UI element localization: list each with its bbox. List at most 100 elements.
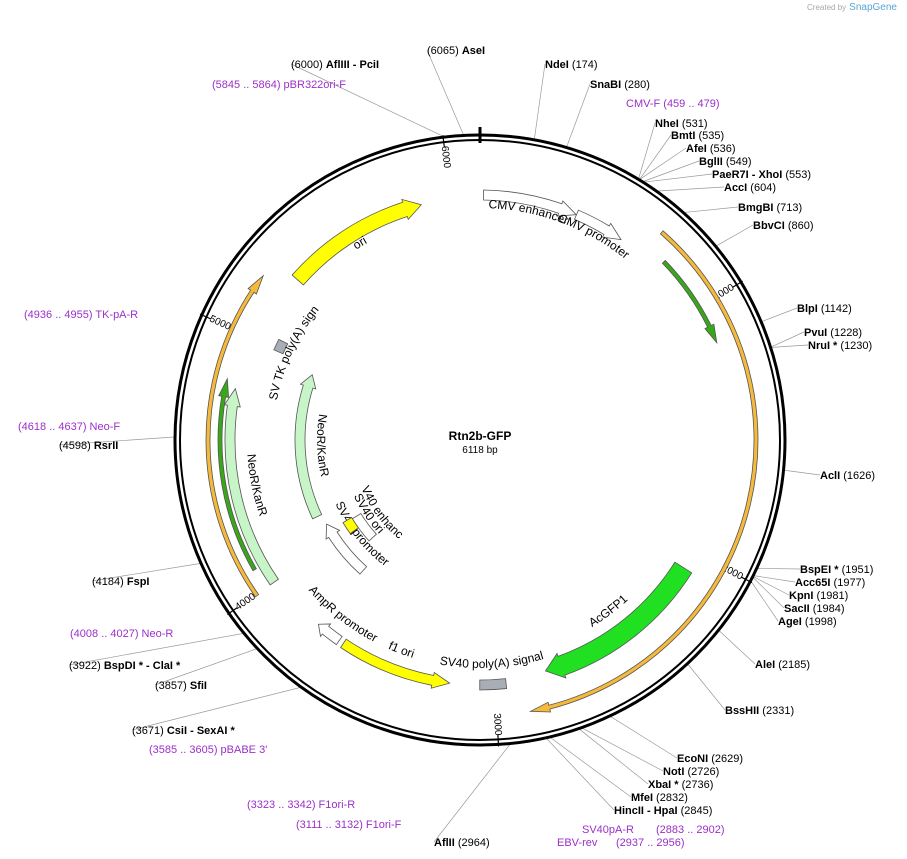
site-name: BbvCI — [753, 220, 785, 232]
site-name: NdeI — [545, 59, 569, 71]
plasmid-center-title: Rtn2b-GFP 6118 bp — [449, 429, 512, 456]
site-label-sacii: SacII (1984) — [784, 603, 845, 615]
site-name: NotI — [663, 766, 684, 778]
feature-shape — [351, 512, 377, 542]
site-leader — [579, 729, 649, 785]
primer-label: (5845 .. 5864) pBR322ori-F — [212, 79, 346, 91]
ruler-tick — [199, 313, 212, 320]
feature-label: HSV TK poly(A) signal — [0, 0, 322, 401]
primer-label: (2937 .. 2956) — [616, 837, 685, 849]
site-position: (2185) — [775, 659, 810, 671]
primer-label: EBV-rev — [557, 837, 598, 849]
site-label-acli: AclI (1626) — [820, 470, 875, 482]
site-name: BglII — [699, 156, 723, 168]
site-name: BlpI — [797, 303, 818, 315]
primer-label: (3585 .. 3605) pBABE 3' — [149, 744, 267, 756]
feature-label-text: SV40 poly(A) signal — [439, 648, 545, 671]
feature-shape — [479, 678, 508, 691]
site-leader — [639, 134, 672, 180]
feature-hsv-tk-poly-a-signal: HSV TK poly(A) signal — [0, 0, 322, 401]
site-leader — [566, 83, 591, 147]
site-leader — [582, 727, 664, 772]
site-name: - SexAI * — [187, 725, 235, 737]
site-leader — [638, 122, 656, 179]
site-name: NheI — [655, 118, 679, 130]
site-leader — [750, 581, 779, 622]
site-position: (860) — [785, 220, 814, 232]
site-position: (6065) — [427, 45, 462, 57]
feature-shape — [294, 373, 323, 520]
ruler-tick — [732, 280, 744, 288]
feature-neo-orf-outer — [205, 274, 265, 598]
site-label-bmti: BmtI (535) — [671, 130, 724, 142]
site-name: BssHII — [725, 705, 759, 717]
primer-label: (3111 .. 3132) F1ori-F — [296, 819, 402, 831]
site-position: (713) — [773, 202, 802, 214]
site-label-bspdi-: (3922) BspDI * - ClaI * — [69, 660, 181, 672]
feature-label-text: NeoR/KanR — [244, 453, 270, 518]
primer-label: (4618 .. 4637) Neo-F — [18, 421, 120, 433]
site-name: BspEI * — [800, 564, 839, 576]
site-label-acci: AccI (604) — [724, 182, 776, 194]
site-name: AflIII — [326, 59, 350, 71]
feature-label-text: AmpR promoter — [306, 583, 380, 645]
site-leader — [58, 436, 175, 446]
site-name: MfeI — [631, 792, 653, 804]
site-label-nhei: NheI (531) — [655, 118, 708, 130]
feature-shape — [573, 209, 622, 241]
ruler-tick-label: 3000 — [491, 713, 503, 736]
primer-label: SV40pA-R — [582, 824, 634, 836]
site-name: BmtI — [671, 130, 695, 142]
site-position: (3671) — [132, 725, 167, 737]
site-label-econi: EcoNI (2629) — [677, 753, 743, 765]
site-position: (1977) — [830, 577, 865, 589]
site-position: (1626) — [840, 470, 875, 482]
site-label-pvui: PvuI (1228) — [804, 327, 862, 339]
feature-shape — [273, 338, 289, 355]
site-name: NruI * — [808, 340, 838, 352]
site-name: BspDI * — [104, 660, 144, 672]
site-position: (2845) — [678, 805, 713, 817]
site-label-afei: AfeI (536) — [686, 143, 736, 155]
site-leader — [131, 687, 301, 731]
site-label-rsrii: (4598) RsrII — [59, 440, 118, 452]
feature-rtn2b-cds-inner — [661, 259, 718, 345]
site-leader — [687, 664, 726, 711]
site-leader — [771, 344, 809, 348]
site-name: AccI — [724, 182, 747, 194]
site-leader — [754, 575, 796, 583]
site-leader — [784, 469, 821, 476]
site-position: (2726) — [684, 766, 719, 778]
site-name: - PciI — [350, 59, 379, 71]
site-position: (2964) — [455, 837, 490, 849]
site-label-bmgbi: BmgBI (713) — [738, 202, 802, 214]
site-leader — [643, 160, 700, 182]
feature-label-text: HSV TK poly(A) signal — [0, 0, 322, 401]
site-name: XbaI * — [648, 779, 679, 791]
site-leader — [550, 737, 632, 798]
feature-shape — [223, 387, 279, 586]
feature-label: NeoR/KanR — [244, 453, 270, 518]
site-name: BmgBI — [738, 202, 773, 214]
site-name: SfiI — [190, 680, 207, 692]
site-label-aflii: AflII (2964) — [434, 837, 490, 849]
site-label-nrui-: NruI * (1230) — [808, 340, 872, 352]
site-label-bbvci: BbvCI (860) — [753, 220, 814, 232]
site-leader — [68, 633, 243, 666]
site-name: Acc65I — [795, 577, 830, 589]
site-position: (1228) — [827, 327, 862, 339]
site-name: - ClaI * — [143, 660, 181, 672]
feature-shape — [544, 561, 693, 679]
feature-label: NeoR/KanR — [314, 413, 332, 478]
site-leader — [433, 744, 511, 843]
site-name: AleI — [755, 659, 775, 671]
site-name: - HpaI — [644, 805, 678, 817]
site-label-paer7i: PaeR7I - XhoI (553) — [712, 169, 811, 181]
ruler-tick — [740, 576, 753, 584]
site-leader — [716, 224, 754, 247]
site-name: SacII — [784, 603, 810, 615]
site-position: (2629) — [708, 753, 743, 765]
site-label-agei: AgeI (1998) — [778, 616, 837, 628]
